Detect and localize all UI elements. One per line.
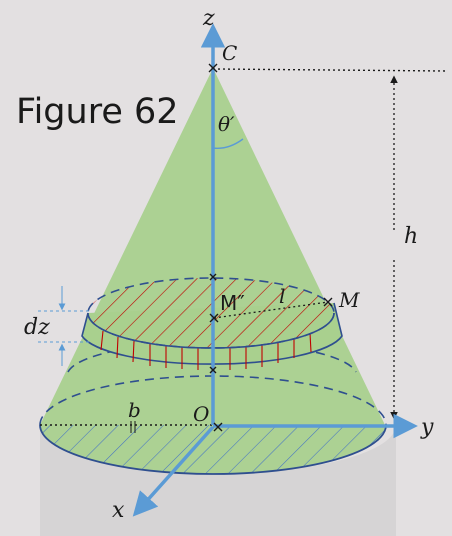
figure-title: Figure 62 (16, 92, 179, 132)
label-origin: O (193, 402, 209, 426)
label-b: b (128, 398, 141, 422)
apex-guide-line (212, 68, 447, 72)
base-disk-front (40, 425, 386, 474)
label-M-double-prime: M″ (220, 291, 245, 315)
label-x: x (112, 498, 125, 523)
label-z: z (202, 6, 215, 31)
point-markers (208, 63, 333, 432)
disk-side-lines (100, 330, 312, 370)
label-M: M (338, 288, 360, 312)
label-dz: dz (24, 315, 50, 340)
label-apex: C (222, 41, 237, 65)
base-disk-front-edge (39, 424, 387, 475)
angle-arc (212, 138, 244, 149)
label-angle: θ′ (218, 112, 235, 136)
label-y: y (420, 415, 434, 440)
label-height: h (404, 224, 418, 249)
label-slant: l (279, 284, 285, 308)
disk-top-front-edge (87, 312, 335, 349)
base-shadow (40, 425, 396, 536)
radius-tick (130, 421, 136, 433)
slant-line (213, 301, 329, 319)
x-axis (132, 425, 215, 517)
